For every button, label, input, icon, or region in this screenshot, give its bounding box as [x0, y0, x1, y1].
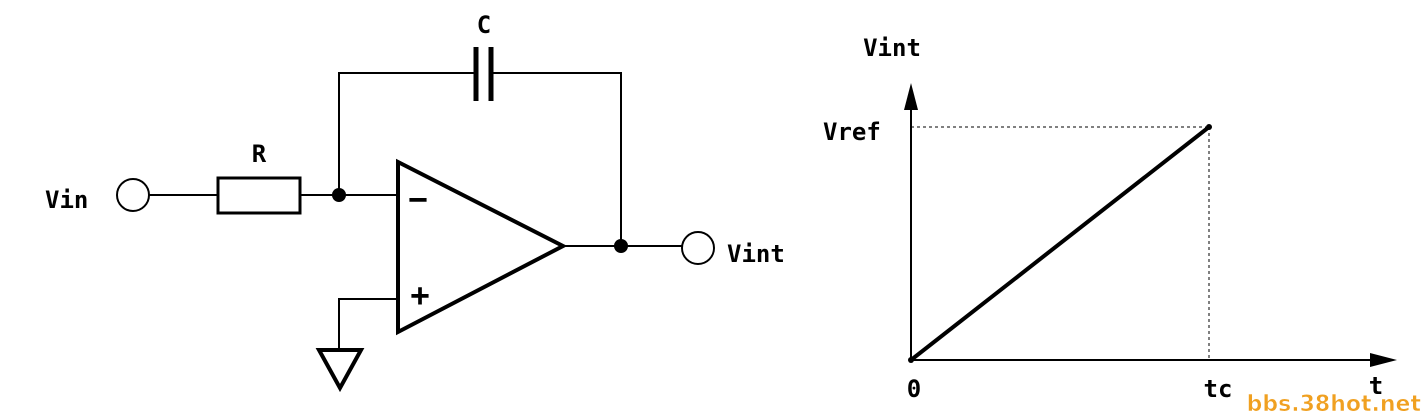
resistor-label: R [252, 140, 267, 168]
feedback-wire-right [492, 72, 622, 246]
ground-wire [338, 298, 398, 350]
watermark-text: bbs.38hot.net [1247, 392, 1422, 416]
vint-output-label: Vint [727, 240, 785, 268]
ground-icon [315, 348, 365, 393]
resistor [216, 176, 302, 215]
input-terminal [116, 178, 150, 212]
origin-point [908, 357, 914, 363]
ramp-line [909, 125, 1211, 362]
op-amp [396, 158, 568, 336]
origin-label: 0 [907, 375, 921, 403]
capacitor-label: C [477, 11, 491, 39]
vref-label: Vref [823, 118, 881, 146]
y-axis-arrow-icon [904, 83, 918, 110]
integrator-circuit: Vin R C − + Vint [45, 11, 785, 393]
op-amp-plus-sign: + [410, 276, 429, 314]
op-amp-minus-sign: − [408, 180, 427, 218]
x-axis-arrow-icon [1370, 353, 1397, 367]
output-terminal [681, 231, 715, 265]
tc-label: tc [1204, 375, 1233, 403]
vin-label: Vin [45, 186, 88, 214]
integration-graph: Vint Vref 0 tc t [823, 34, 1397, 403]
ramp-end-point [1206, 124, 1212, 130]
y-axis-label: Vint [863, 34, 921, 62]
feedback-wire-left [338, 72, 475, 195]
x-axis-label: t [1369, 372, 1383, 400]
output-junction-dot [614, 239, 628, 253]
